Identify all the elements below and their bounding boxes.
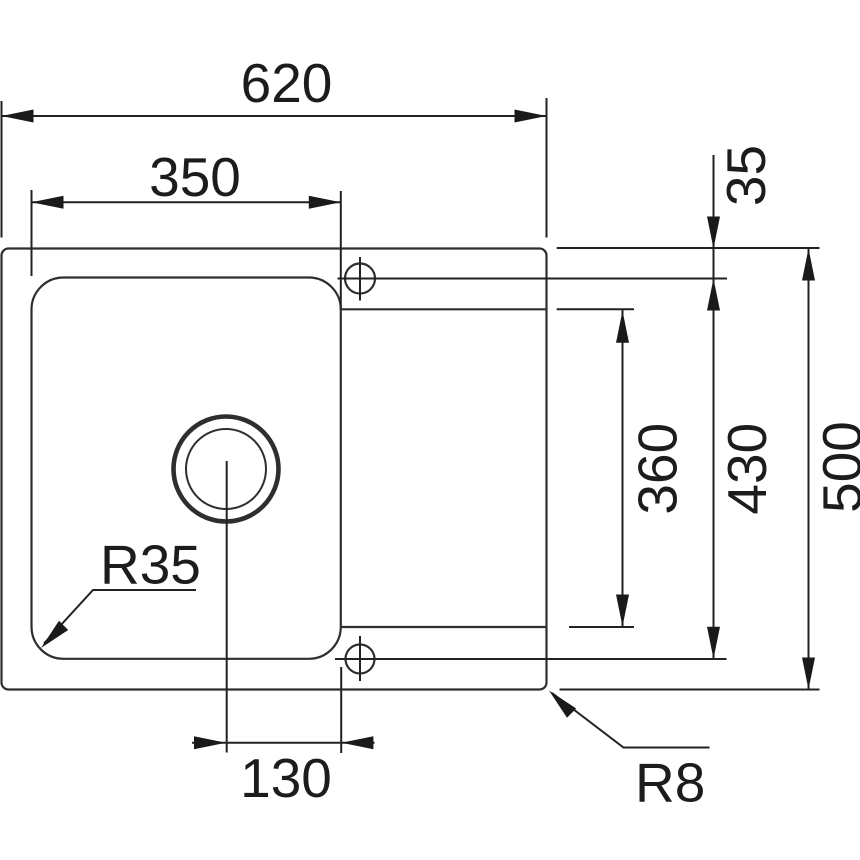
svg-text:620: 620	[241, 52, 333, 114]
svg-text:R35: R35	[100, 534, 201, 596]
svg-text:130: 130	[240, 747, 332, 809]
svg-text:350: 350	[149, 146, 241, 208]
svg-text:430: 430	[716, 423, 778, 515]
svg-text:R8: R8	[635, 752, 705, 814]
svg-text:360: 360	[627, 423, 689, 515]
svg-text:35: 35	[715, 145, 777, 206]
svg-text:500: 500	[811, 421, 860, 513]
